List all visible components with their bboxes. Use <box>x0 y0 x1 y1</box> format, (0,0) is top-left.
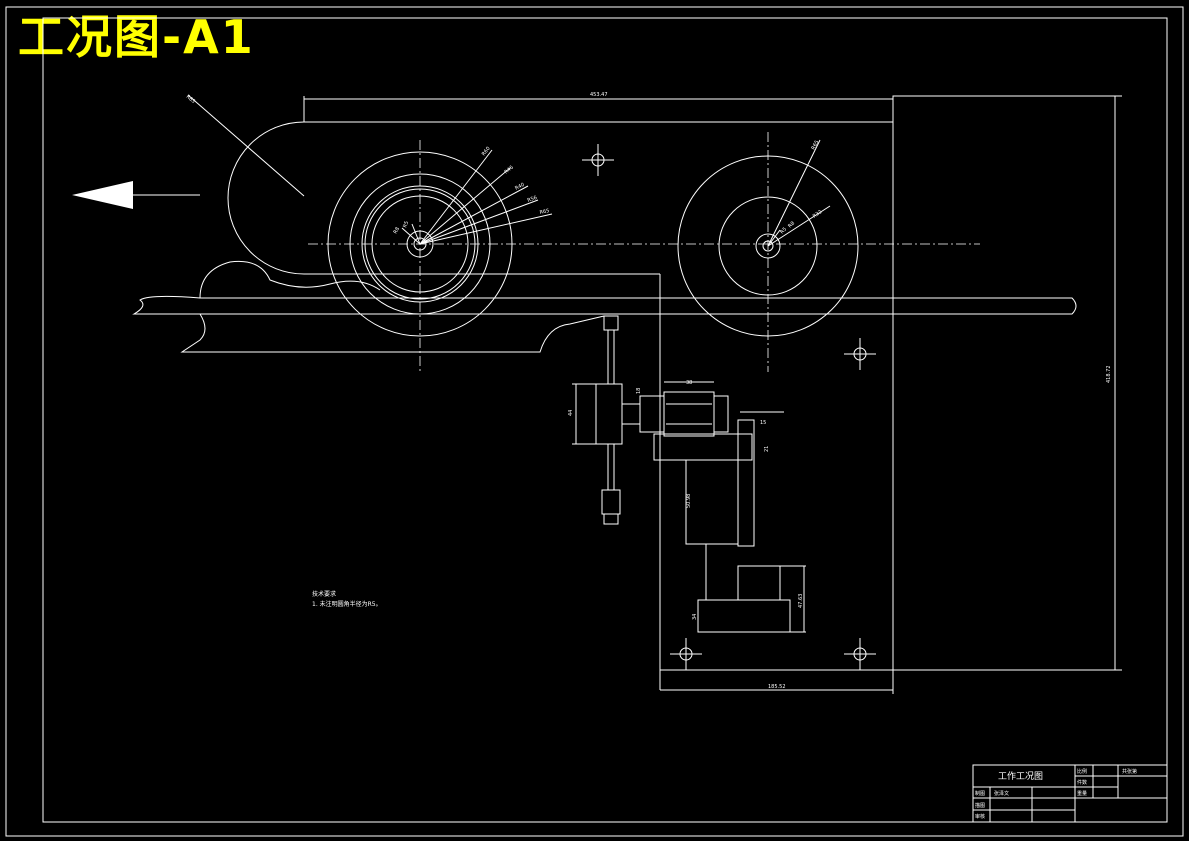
base-h-dim: 34 <box>692 614 698 620</box>
title-block-name: 工作工况图 <box>998 770 1043 782</box>
inner-border <box>42 17 1168 823</box>
right-wheel-r1: R65 <box>810 139 820 151</box>
title-block-design-value: 张泽文 <box>994 790 1009 797</box>
slot-w-dim: 15 <box>760 420 766 426</box>
left-wheel-r2: R46 <box>503 165 514 176</box>
right-height-dim: 418.72 <box>1106 366 1112 384</box>
top-left-radius-dim: R85 <box>185 94 196 105</box>
base-h2-dim: 47.63 <box>798 594 804 608</box>
left-hub-b: R5 <box>402 220 410 228</box>
title-block-check-label: 描图 <box>975 802 985 809</box>
lower-rail <box>180 313 605 353</box>
left-arc <box>227 121 305 275</box>
notes-heading: 技术要求 <box>312 590 336 598</box>
right-plate <box>892 95 1116 671</box>
hanging-actuator <box>572 315 640 525</box>
bolt-hole-bottom-left <box>670 638 702 670</box>
right-wheel-r2: R32 <box>812 209 824 219</box>
left-wheel-r1: R60 <box>481 146 492 157</box>
cylinder-assembly <box>639 381 806 633</box>
right-wheel <box>677 132 859 372</box>
bolt-hole-right <box>844 338 876 370</box>
cyl-small-dim: 18 <box>636 388 642 394</box>
direction-arrow-icon <box>72 181 200 209</box>
block-height-dim: 44 <box>568 410 574 416</box>
bolt-hole-bottom-right <box>844 638 876 670</box>
wavy-profile <box>199 260 381 299</box>
bottom-width-dim: 185.52 <box>768 684 786 690</box>
outer-border <box>5 6 1184 837</box>
title-block-drawing-no: 共张第 <box>1122 768 1137 775</box>
left-wheel <box>308 140 980 372</box>
title-block-design-label: 制图 <box>975 790 985 797</box>
title-block <box>972 764 1168 823</box>
notes-item-1: 1. 未注明圆角半径为R5。 <box>312 600 382 608</box>
title-block-review-label: 审核 <box>975 813 985 820</box>
cyl-width-dim: 38 <box>686 380 692 386</box>
track-belt <box>132 295 1077 315</box>
right-hub-a: R5 <box>779 226 788 235</box>
left-wheel-r3: R40 <box>514 182 526 192</box>
slot-h-dim: 21 <box>764 446 770 452</box>
top-housing <box>304 96 894 123</box>
rod-len-dim: 50.98 <box>686 494 692 508</box>
page-title: 工况图-A1 <box>18 10 255 64</box>
right-hub-b: R8 <box>787 220 796 229</box>
bolt-hole-top <box>582 144 614 176</box>
left-wheel-r4: R56 <box>527 195 538 204</box>
title-block-quantity: 件数 <box>1077 779 1087 786</box>
title-block-scale: 比例 <box>1077 768 1087 775</box>
left-hub-a: R8 <box>393 226 402 235</box>
title-block-weight: 重量 <box>1077 790 1087 797</box>
left-wheel-r5: R65 <box>539 208 550 216</box>
top-length-dim: 453.47 <box>590 92 608 98</box>
